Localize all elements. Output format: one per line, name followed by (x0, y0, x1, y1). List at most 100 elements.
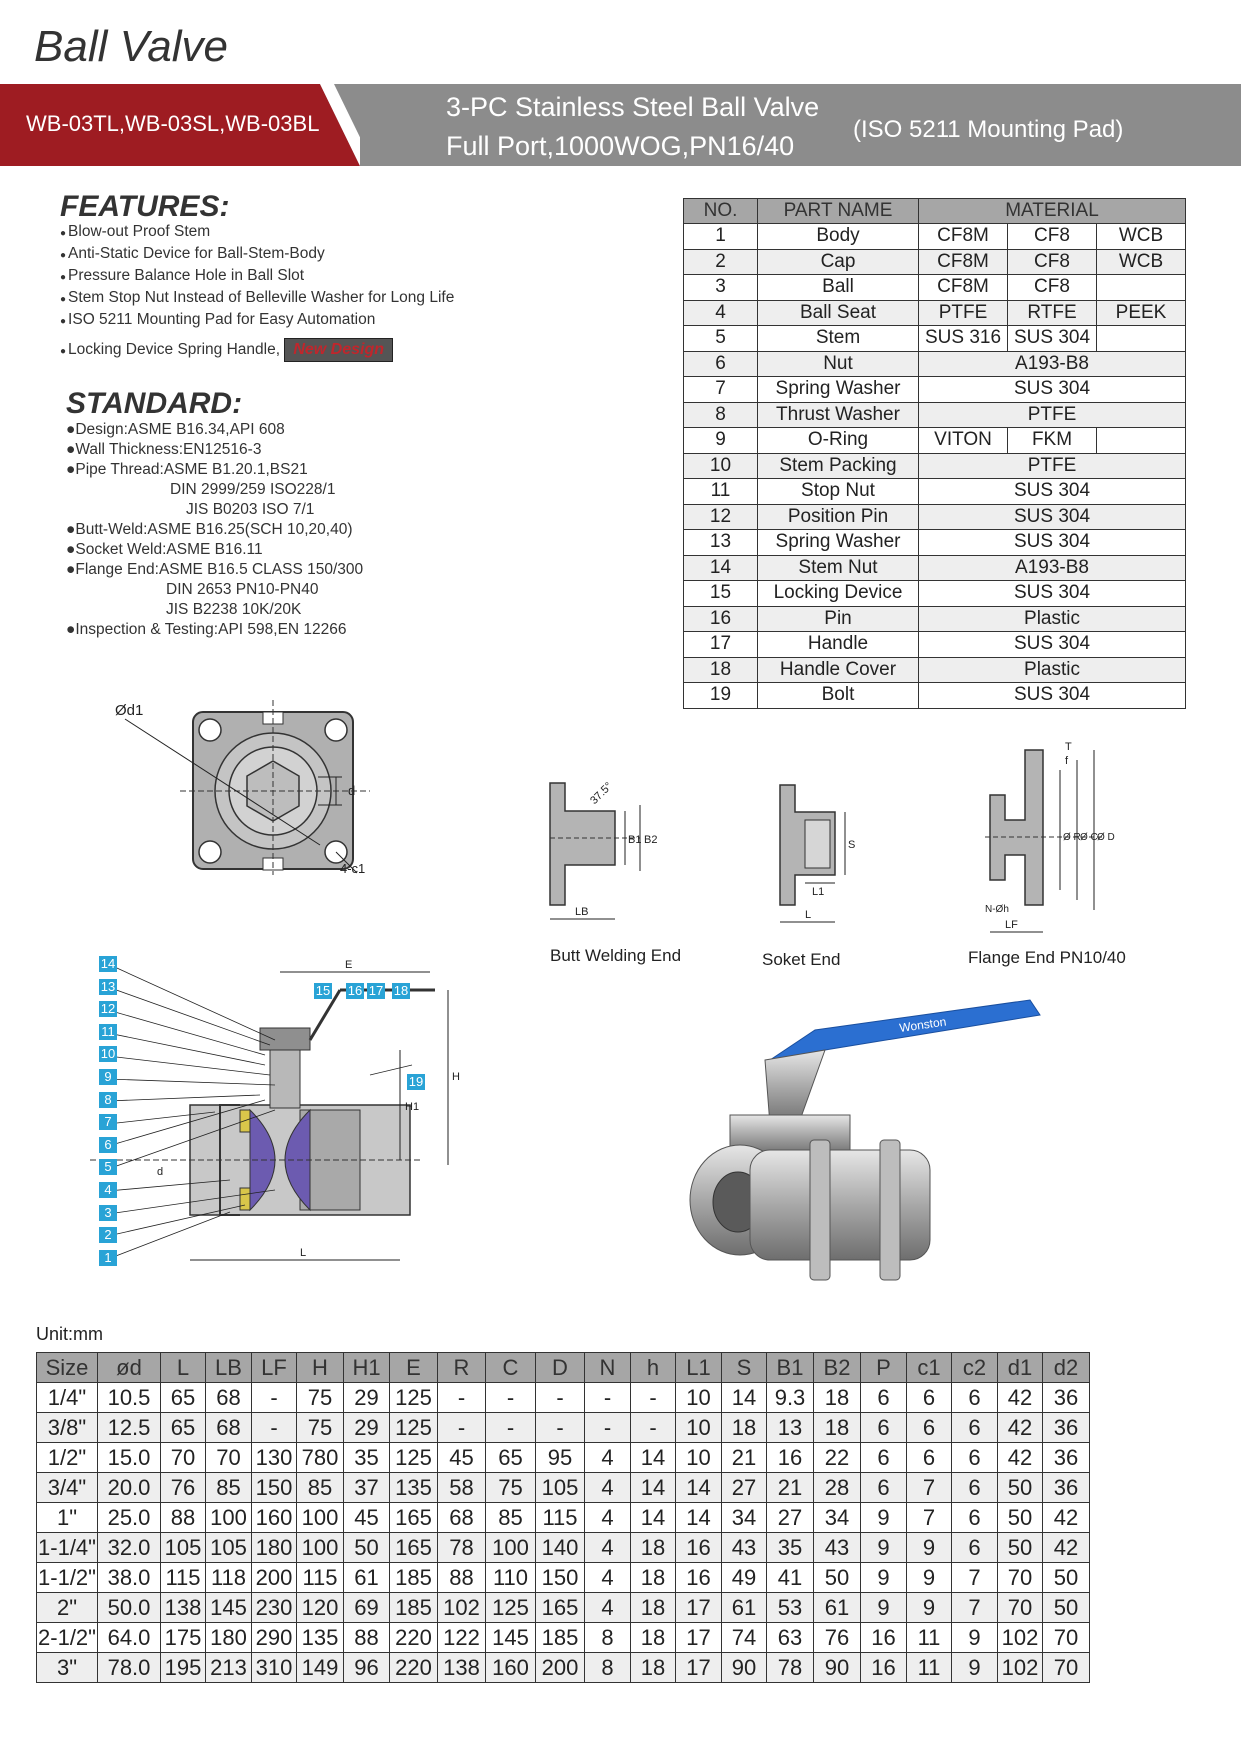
table-cell: 2 (683, 248, 758, 275)
table-cell: 1 (683, 223, 758, 250)
table-cell: 6 (906, 1442, 952, 1473)
table-cell: 165 (389, 1532, 438, 1563)
dim-label: L1 (812, 886, 824, 898)
table-cell: 41 (766, 1562, 814, 1593)
table-cell: 780 (296, 1442, 344, 1473)
model-numbers: WB-03TL,WB-03SL,WB-03BL (26, 111, 320, 136)
table-cell (1096, 427, 1186, 454)
table-cell: Bolt (757, 682, 919, 709)
table-cell: 10.5 (97, 1382, 161, 1413)
table-cell: 27 (766, 1502, 814, 1533)
callout-15: 15 (314, 983, 332, 999)
dim-label: E (345, 959, 352, 971)
table-cell: 100 (485, 1532, 536, 1563)
table-cell: 290 (251, 1622, 297, 1653)
bolt-hole (198, 718, 222, 742)
standard-line: ●Wall Thickness:EN12516-3 (66, 441, 262, 458)
callout-19: 19 (407, 1074, 425, 1090)
callout-3: 3 (99, 1204, 117, 1221)
column-header: Size (36, 1352, 98, 1383)
table-cell: 61 (343, 1562, 390, 1593)
column-header: C (485, 1352, 536, 1383)
table-cell: 6 (906, 1382, 952, 1413)
table-cell: SUS 304 (918, 503, 1186, 530)
header-part-name: PART NAME (757, 198, 919, 224)
unit-label: Unit:mm (36, 1324, 103, 1344)
dim-label: H (452, 1071, 460, 1083)
table-cell: 4 (584, 1502, 631, 1533)
table-cell: 50 (997, 1502, 1043, 1533)
table-cell: 100 (296, 1532, 344, 1563)
table-cell: 14 (630, 1442, 676, 1473)
table-cell: SUS 304 (1007, 325, 1097, 352)
table-cell: 140 (535, 1532, 585, 1563)
table-cell: 12 (683, 503, 758, 530)
table-cell: 36 (1042, 1412, 1090, 1443)
table-cell: 100 (205, 1502, 252, 1533)
table-cell: 25.0 (97, 1502, 161, 1533)
table-cell: 102 (997, 1652, 1043, 1683)
feature-item: ●Pressure Balance Hole in Ball Slot (60, 267, 305, 284)
table-cell: 100 (296, 1502, 344, 1533)
flange-end-caption: Flange End PN10/40 (968, 948, 1126, 967)
table-cell: Handle Cover (757, 656, 919, 683)
table-cell: - (630, 1412, 676, 1443)
table-cell: 115 (160, 1562, 206, 1593)
standard-line: DIN 2999/259 ISO228/1 (170, 481, 336, 498)
table-cell: 220 (389, 1622, 438, 1653)
table-cell: FKM (1007, 427, 1097, 454)
table-cell: 6 (951, 1502, 998, 1533)
table-cell: 28 (813, 1472, 861, 1503)
table-cell: 125 (485, 1592, 536, 1623)
table-cell: 10 (675, 1442, 722, 1473)
flange-end-drawing: T f Ø R Ø C Ø D N-Øh LF (985, 741, 1115, 933)
callout-17: 17 (367, 983, 385, 999)
column-header: H (296, 1352, 344, 1383)
table-cell: CF8 (1007, 248, 1097, 275)
dim-label: d (157, 1166, 163, 1178)
table-cell: Spring Washer (757, 376, 919, 403)
column-header: c2 (951, 1352, 998, 1383)
dim-label: d (348, 783, 355, 798)
table-cell: 175 (160, 1622, 206, 1653)
table-cell: 35 (766, 1532, 814, 1563)
table-cell: 180 (205, 1622, 252, 1653)
table-cell: Stem (757, 325, 919, 352)
table-cell: 78.0 (97, 1652, 161, 1683)
table-cell: 125 (389, 1382, 438, 1413)
table-cell: 10 (675, 1412, 722, 1443)
table-cell: 9 (860, 1502, 907, 1533)
table-cell: 230 (251, 1592, 297, 1623)
table-cell: 145 (205, 1592, 252, 1623)
table-cell: 6 (860, 1382, 907, 1413)
table-cell: 42 (1042, 1532, 1090, 1563)
table-cell: 14 (630, 1472, 676, 1503)
callout-11: 11 (99, 1023, 117, 1040)
table-cell: 45 (343, 1502, 390, 1533)
dim-label: B2 (644, 834, 657, 846)
table-cell: 13 (766, 1412, 814, 1443)
table-cell: 105 (205, 1532, 252, 1563)
table-cell: 95 (535, 1442, 585, 1473)
table-cell: 50 (997, 1532, 1043, 1563)
table-cell: 185 (389, 1592, 438, 1623)
table-cell: 18 (683, 656, 758, 683)
table-cell: 18 (630, 1652, 676, 1683)
features-heading: FEATURES: (60, 190, 230, 223)
table-cell: 105 (535, 1472, 585, 1503)
table-cell: 37 (343, 1472, 390, 1503)
table-cell: 165 (389, 1502, 438, 1533)
table-cell: 4 (584, 1562, 631, 1593)
column-header: D (535, 1352, 585, 1383)
banner-model-panel (0, 84, 360, 166)
table-cell: 65 (485, 1442, 536, 1473)
table-cell: 18 (813, 1412, 861, 1443)
table-cell: 15 (683, 580, 758, 607)
